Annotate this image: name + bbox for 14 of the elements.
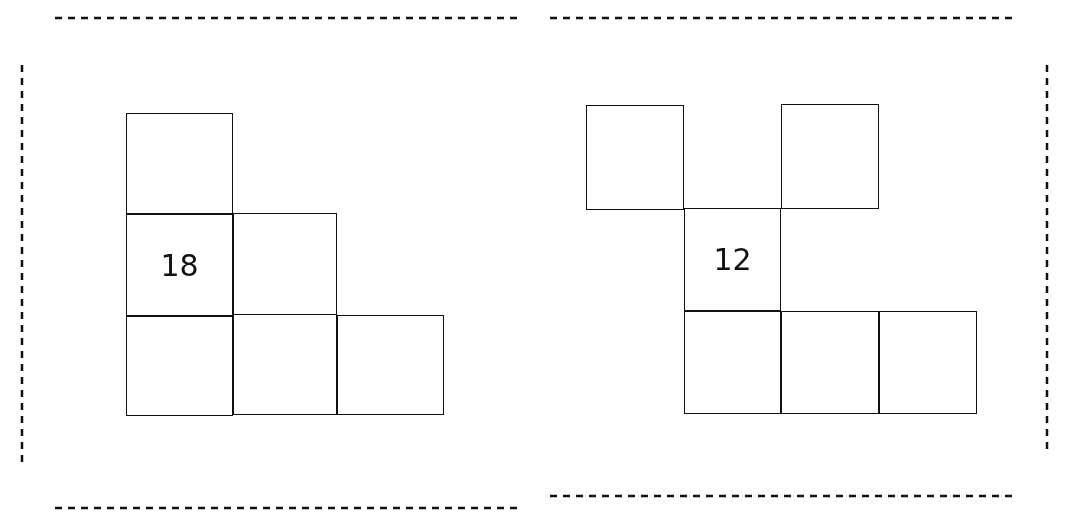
square (126, 113, 233, 214)
square (684, 311, 781, 414)
square (233, 213, 337, 315)
square (879, 311, 977, 414)
number-label: 18 (160, 247, 199, 283)
square (233, 314, 337, 415)
square (781, 104, 879, 209)
square (586, 105, 684, 210)
square (126, 214, 233, 316)
square (126, 316, 233, 416)
square (684, 208, 781, 311)
square (337, 315, 444, 415)
number-label: 12 (713, 242, 752, 277)
square (781, 311, 879, 414)
